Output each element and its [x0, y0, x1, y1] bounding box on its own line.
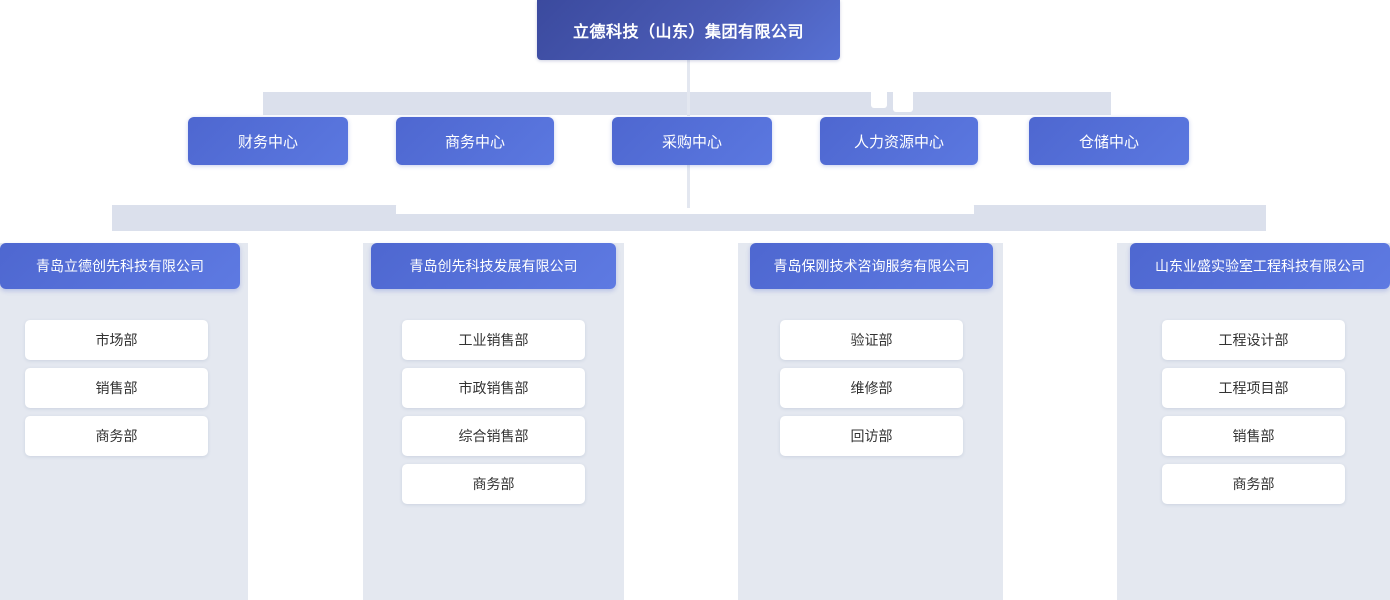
- center-node-procurement[interactable]: 采购中心: [612, 117, 772, 165]
- department-label: 验证部: [850, 332, 893, 348]
- department-node[interactable]: 工程设计部: [1162, 320, 1345, 360]
- connector-band-notch-lower: [893, 88, 913, 112]
- department-label: 工程项目部: [1218, 380, 1289, 396]
- department-node[interactable]: 综合销售部: [402, 416, 585, 456]
- center-node-label: 采购中心: [661, 133, 722, 151]
- department-node[interactable]: 商务部: [402, 464, 585, 504]
- connector-band-notch-upper: [871, 88, 887, 108]
- department-label: 商务部: [95, 428, 138, 444]
- department-node[interactable]: 市政销售部: [402, 368, 585, 408]
- root-connector-line-lower: [687, 164, 690, 208]
- center-node-label: 财务中心: [237, 133, 298, 151]
- department-label: 回访部: [850, 428, 893, 444]
- company-node-label: 青岛保刚技术咨询服务有限公司: [773, 258, 970, 274]
- connector-band-level3-notch: [396, 202, 974, 214]
- center-node-business[interactable]: 商务中心: [396, 117, 554, 165]
- center-node-label: 商务中心: [444, 133, 505, 151]
- department-node[interactable]: 验证部: [780, 320, 963, 360]
- center-node-hr[interactable]: 人力资源中心: [820, 117, 978, 165]
- center-node-label: 仓储中心: [1078, 133, 1139, 151]
- center-node-warehouse[interactable]: 仓储中心: [1029, 117, 1189, 165]
- department-node[interactable]: 回访部: [780, 416, 963, 456]
- company-node-label: 青岛立德创先科技有限公司: [36, 258, 204, 274]
- root-connector-line-upper: [687, 58, 690, 116]
- company-node-baogang[interactable]: 青岛保刚技术咨询服务有限公司: [750, 243, 993, 289]
- department-label: 商务部: [472, 476, 515, 492]
- department-node[interactable]: 市场部: [25, 320, 208, 360]
- department-node[interactable]: 维修部: [780, 368, 963, 408]
- department-label: 销售部: [95, 380, 138, 396]
- department-node[interactable]: 销售部: [1162, 416, 1345, 456]
- company-node-yesheng[interactable]: 山东业盛实验室工程科技有限公司: [1130, 243, 1390, 289]
- root-node-label: 立德科技（山东）集团有限公司: [572, 24, 804, 41]
- company-node-label: 山东业盛实验室工程科技有限公司: [1155, 258, 1365, 274]
- department-node[interactable]: 工程项目部: [1162, 368, 1345, 408]
- department-node[interactable]: 商务部: [1162, 464, 1345, 504]
- company-node-lidechuangxian[interactable]: 青岛立德创先科技有限公司: [0, 243, 240, 289]
- root-node[interactable]: 立德科技（山东）集团有限公司: [537, 0, 840, 60]
- department-label: 市政销售部: [458, 380, 529, 396]
- department-label: 市场部: [95, 332, 138, 348]
- department-node[interactable]: 工业销售部: [402, 320, 585, 360]
- department-label: 商务部: [1232, 476, 1275, 492]
- company-node-label: 青岛创先科技发展有限公司: [409, 258, 578, 274]
- department-label: 工业销售部: [458, 332, 529, 348]
- department-label: 综合销售部: [458, 428, 529, 444]
- department-label: 销售部: [1232, 428, 1275, 444]
- company-node-chuangxian[interactable]: 青岛创先科技发展有限公司: [371, 243, 616, 289]
- department-label: 工程设计部: [1218, 332, 1289, 348]
- department-node[interactable]: 销售部: [25, 368, 208, 408]
- department-label: 维修部: [850, 380, 893, 396]
- center-node-label: 人力资源中心: [853, 133, 944, 151]
- center-node-finance[interactable]: 财务中心: [188, 117, 348, 165]
- department-node[interactable]: 商务部: [25, 416, 208, 456]
